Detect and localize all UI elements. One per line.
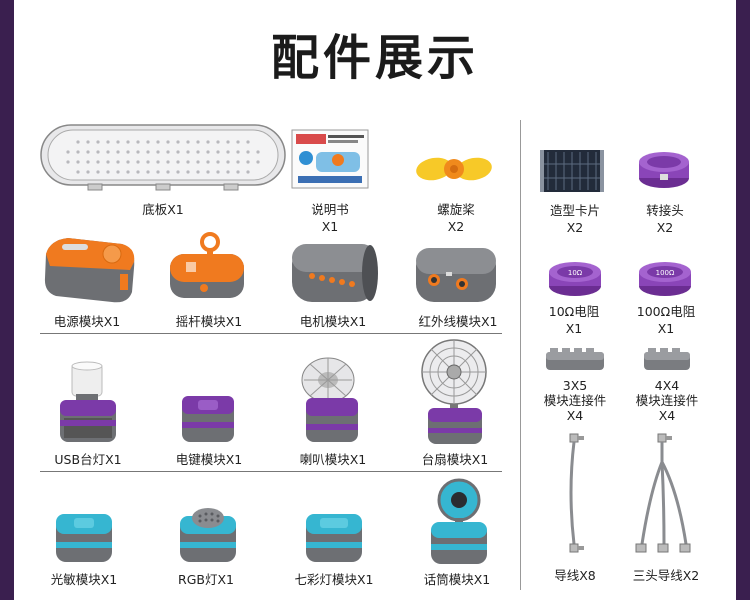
connector-4x4-image (644, 348, 690, 370)
seven-color-image (306, 514, 362, 562)
adapter-label: 转接头 (646, 203, 684, 218)
connector-3x5-line1: 3X5 (562, 378, 588, 393)
shape-card-count: X2 (566, 220, 584, 235)
resistor-100-count: X1 (657, 321, 675, 336)
divider-vertical (520, 120, 521, 590)
shape-card-image (540, 150, 604, 192)
resistor-10-count: X1 (565, 321, 583, 336)
rgb-lamp-image (180, 508, 236, 562)
shape-card-label: 造型卡片 (549, 203, 600, 218)
three-head-wire-image (635, 433, 691, 553)
fan-module-image (421, 339, 487, 444)
page-title: 配件展示 (270, 30, 479, 86)
frame-right (736, 0, 750, 600)
motor-module-label: 电机模块X1 (299, 314, 367, 329)
divider-row1 (40, 333, 502, 334)
frame-left (0, 0, 14, 600)
base-plate-image (40, 124, 286, 191)
base-plate-label: 底板X1 (142, 202, 184, 217)
propeller-image (416, 157, 492, 181)
resistor-100-image: 100Ω (639, 262, 691, 296)
speaker-module-label: 喇叭模块X1 (299, 452, 367, 467)
light-sensor-image (56, 514, 112, 562)
adapter-image (639, 152, 689, 188)
connector-4x4-line2: 模块连接件 (635, 393, 699, 408)
resistor-10-label: 10Ω电阻 (548, 304, 600, 319)
microphone-module-image (431, 478, 487, 564)
joystick-module-image (170, 232, 244, 298)
manual-label: 说明书 (311, 202, 349, 217)
resistor-100-mark: 100Ω (656, 269, 675, 277)
manual-image (291, 129, 369, 189)
resistor-100-label: 100Ω电阻 (636, 304, 696, 319)
connector-4x4-line1: 4X4 (654, 378, 680, 393)
three-head-wire-label: 三头导线X2 (632, 568, 700, 583)
joystick-module-label: 摇杆模块X1 (175, 314, 243, 329)
infrared-module-image (416, 248, 496, 302)
power-module-image (44, 238, 135, 303)
power-module-label: 电源模块X1 (53, 314, 121, 329)
rgb-lamp-label: RGB灯X1 (178, 572, 234, 587)
usb-lamp-image (60, 361, 116, 442)
infrared-module-label: 红外线模块X1 (418, 314, 498, 329)
manual-count: X1 (321, 219, 339, 234)
microphone-module-label: 话筒模块X1 (423, 572, 491, 587)
seven-color-label: 七彩灯模块X1 (294, 572, 374, 587)
connector-3x5-image (546, 348, 604, 370)
light-sensor-label: 光敏模块X1 (50, 572, 118, 587)
propeller-label: 螺旋桨 (437, 202, 475, 217)
propeller-count: X2 (447, 219, 465, 234)
resistor-10-image: 10Ω (549, 262, 601, 296)
connector-3x5-line3: X4 (566, 408, 584, 423)
divider-row2 (40, 471, 502, 472)
key-module-image (182, 396, 234, 442)
usb-lamp-label: USB台灯X1 (54, 452, 122, 467)
adapter-count: X2 (656, 220, 674, 235)
wire-image (569, 433, 584, 553)
fan-module-label: 台扇模块X1 (421, 452, 489, 467)
wire-label: 导线X8 (554, 568, 596, 583)
connector-3x5-line2: 模块连接件 (543, 393, 607, 408)
motor-module-image (292, 244, 378, 302)
connector-4x4-line3: X4 (658, 408, 676, 423)
speaker-module-image (301, 357, 358, 442)
resistor-10-mark: 10Ω (568, 269, 583, 277)
key-module-label: 电键模块X1 (175, 452, 243, 467)
